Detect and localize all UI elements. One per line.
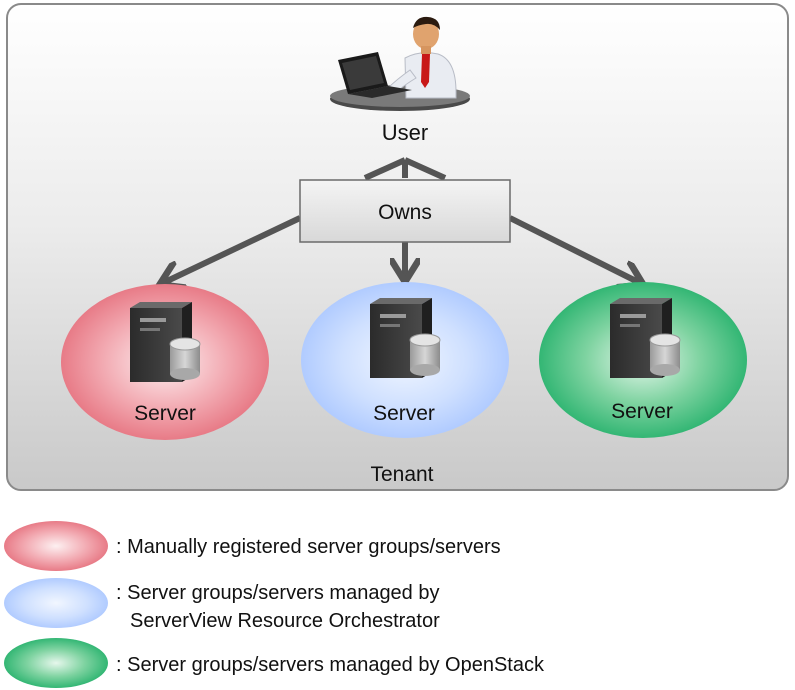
legend: : Manually registered server groups/serv…	[4, 521, 545, 688]
server-tower-icon	[369, 297, 441, 379]
server-tower-icon	[129, 301, 201, 383]
arrow-to-server-left	[165, 215, 302, 282]
legend-text-ror-line1: : Server groups/servers managed by	[116, 582, 440, 604]
server-group-openstack: Server	[539, 282, 747, 438]
arrow-user-to-owns-right	[403, 157, 447, 181]
user-label: User	[382, 120, 428, 145]
legend-text-ror-line2: ServerView Resource Orchestrator	[130, 610, 440, 632]
arrow-user-to-owns-left	[363, 157, 407, 181]
legend-swatch-openstack	[4, 638, 108, 688]
user-at-laptop-icon	[330, 16, 470, 111]
legend-text-openstack: : Server groups/servers managed by OpenS…	[116, 654, 545, 676]
tenant-label: Tenant	[370, 463, 433, 486]
legend-item-manual: : Manually registered server groups/serv…	[4, 521, 501, 571]
server-group-ror: Server	[301, 282, 509, 438]
owns-box	[299, 179, 511, 243]
server-label: Server	[611, 400, 673, 423]
legend-text-manual: : Manually registered server groups/serv…	[116, 536, 501, 558]
ownership-arrows	[165, 157, 638, 282]
arrow-to-server-right	[508, 215, 638, 282]
legend-swatch-manual	[4, 521, 108, 571]
server-tower-icon	[609, 297, 681, 379]
legend-item-ror: : Server groups/servers managed by Serve…	[4, 578, 440, 632]
server-label: Server	[373, 402, 435, 425]
legend-item-openstack: : Server groups/servers managed by OpenS…	[4, 638, 545, 688]
owns-label: Owns	[378, 201, 432, 224]
server-label: Server	[134, 402, 196, 425]
legend-swatch-ror	[4, 578, 108, 628]
server-group-manual: Server	[61, 284, 269, 440]
